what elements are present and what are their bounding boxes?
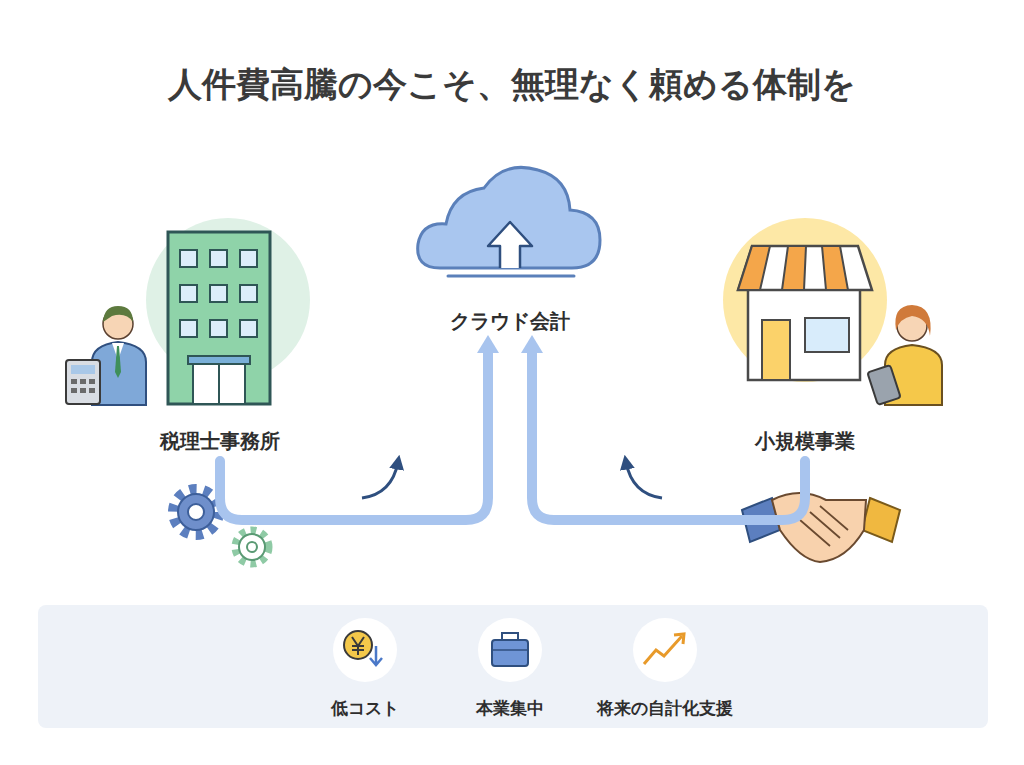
benefit-item: 将来の自計化支援 [545,615,785,720]
title: 人件費高騰の今こそ、無理なく頼める体制を [0,62,1024,108]
cloud-illustration [418,167,600,276]
actor-node: クラウド会計 [405,150,615,335]
growth-icon [633,618,697,682]
curved-arrow [362,462,398,498]
arrow-head [521,335,543,353]
benefit-item: 低コスト [265,615,465,720]
benefit-item: 本業集中 [410,615,610,720]
arrow-head [477,335,499,353]
shop-illustration [723,218,942,405]
actor-node: 税理士事務所 [60,215,380,455]
node-label: 小規模事業 [690,428,920,455]
benefit-band [38,605,988,728]
cost-icon [333,618,397,682]
handshake-icon [742,493,900,562]
actor-node: 小規模事業 [690,215,920,455]
node-label: 税理士事務所 [60,428,380,455]
flow-connector [521,335,805,520]
node-label: クラウド会計 [405,308,615,335]
node-label: 本業集中 [410,697,610,720]
node-label: 将来の自計化支援 [545,697,785,720]
node-label: 低コスト [265,697,465,720]
flow-connector [220,335,499,520]
tax-office-illustration [66,218,310,405]
briefcase-icon [478,618,542,682]
curved-arrow [626,462,662,498]
